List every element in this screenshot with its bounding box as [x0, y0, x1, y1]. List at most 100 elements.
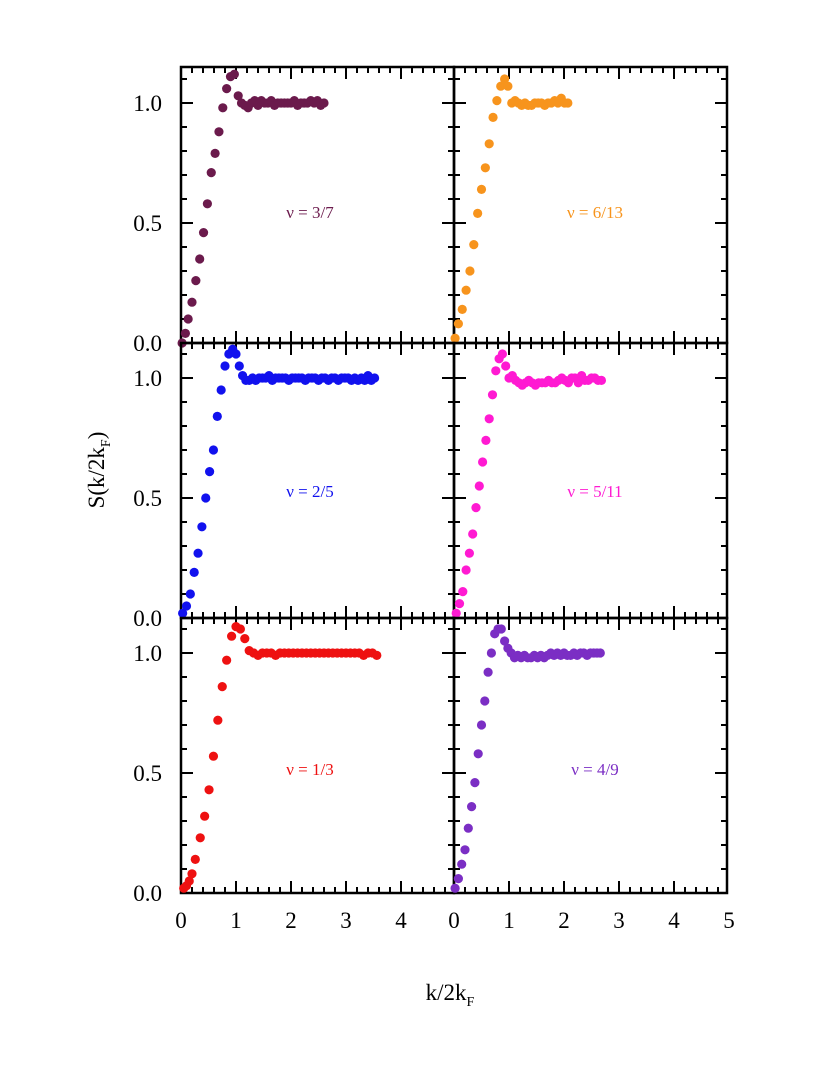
data-point: [197, 522, 207, 532]
data-point: [457, 859, 467, 869]
data-point: [461, 565, 471, 575]
data-point: [220, 361, 230, 371]
data-point: [463, 823, 473, 833]
data-point: [457, 304, 467, 314]
data-point: [500, 636, 510, 646]
panel-label: ν = 5/11: [567, 482, 622, 501]
y-tick-label: 0.0: [133, 331, 162, 356]
data-point: [496, 81, 506, 91]
data-point: [492, 96, 502, 106]
data-point: [596, 375, 607, 385]
data-point: [206, 168, 216, 178]
x-tick-label: 2: [285, 908, 297, 933]
data-point: [240, 634, 250, 644]
y-tick-labels: 0.00.51.00.00.51.00.00.51.0: [133, 91, 162, 906]
y-tick-label: 0.0: [133, 881, 162, 906]
data-point: [187, 297, 197, 307]
data-point: [563, 98, 573, 108]
data-point: [178, 608, 188, 618]
data-point: [201, 493, 211, 503]
data-point: [461, 285, 471, 295]
panel-label: ν = 2/5: [286, 482, 334, 501]
data-point: [185, 589, 195, 599]
panel-label: ν = 4/9: [571, 760, 619, 779]
data-point: [478, 457, 488, 467]
data-point: [469, 240, 479, 250]
data-point: [214, 127, 224, 137]
data-point: [190, 854, 200, 865]
data-point: [473, 749, 483, 759]
y-axis-title: S(k/2kF): [84, 432, 114, 509]
data-point: [497, 349, 507, 359]
data-point: [217, 682, 227, 692]
data-point: [180, 328, 190, 338]
x-tick-label: 0: [175, 908, 187, 933]
data-point: [216, 385, 226, 395]
data-point: [208, 445, 219, 455]
data-point: [483, 667, 493, 677]
x-tick-label: 1: [503, 908, 515, 933]
y-tick-label: 1.0: [133, 366, 162, 391]
data-point: [458, 587, 468, 597]
data-point: [222, 84, 232, 94]
data-point: [473, 208, 483, 218]
data-point: [467, 802, 477, 812]
data-point: [450, 883, 460, 893]
data-point: [500, 74, 510, 84]
data-point: [465, 266, 475, 276]
data-point: [450, 333, 460, 343]
x-tick-label: 5: [723, 908, 735, 933]
data-point: [484, 139, 494, 149]
data-point: [491, 366, 501, 376]
data-point: [453, 319, 463, 329]
data-point: [471, 503, 481, 513]
data-point: [195, 254, 205, 264]
data-point: [451, 608, 461, 618]
data-point: [195, 833, 205, 843]
data-point: [183, 314, 193, 324]
x-tick-label: 2: [558, 908, 570, 933]
data-point: [218, 103, 228, 113]
data-point: [474, 481, 484, 491]
panel-6: ν = 4/9: [450, 616, 729, 895]
data-point: [501, 361, 511, 371]
panel-5: ν = 1/3: [179, 616, 456, 895]
data-point: [181, 601, 192, 611]
data-point: [213, 715, 223, 725]
panel-3: ν = 2/5: [178, 341, 456, 620]
data-point: [488, 112, 498, 122]
data-point: [454, 599, 465, 609]
x-tick-label: 4: [668, 908, 680, 933]
panel-label: ν = 1/3: [286, 760, 334, 779]
data-point: [191, 276, 201, 286]
panel-2: ν = 6/13: [450, 65, 729, 345]
x-tick-label: 3: [613, 908, 625, 933]
panel-frame: [179, 616, 456, 895]
y-tick-label: 1.0: [133, 641, 162, 666]
y-tick-label: 0.5: [133, 211, 162, 236]
data-point: [234, 361, 244, 371]
data-point: [187, 869, 197, 879]
data-point: [503, 81, 513, 91]
data-point: [222, 655, 232, 665]
data-point: [476, 184, 487, 194]
data-point: [468, 529, 478, 539]
panel-label: ν = 6/13: [567, 203, 623, 222]
data-point: [487, 390, 498, 400]
data-point: [184, 876, 194, 886]
data-point: [208, 751, 219, 761]
panel-frame: [452, 616, 729, 895]
data-point: [204, 785, 214, 795]
data-point: [480, 163, 490, 173]
data-point: [480, 696, 490, 706]
y-tick-label: 0.0: [133, 606, 162, 631]
data-point: [319, 98, 329, 108]
data-point: [370, 373, 380, 383]
data-point: [189, 567, 199, 578]
data-point: [372, 650, 382, 661]
data-point: [231, 349, 241, 359]
data-point: [193, 548, 203, 558]
y-tick-label: 0.5: [133, 486, 162, 511]
